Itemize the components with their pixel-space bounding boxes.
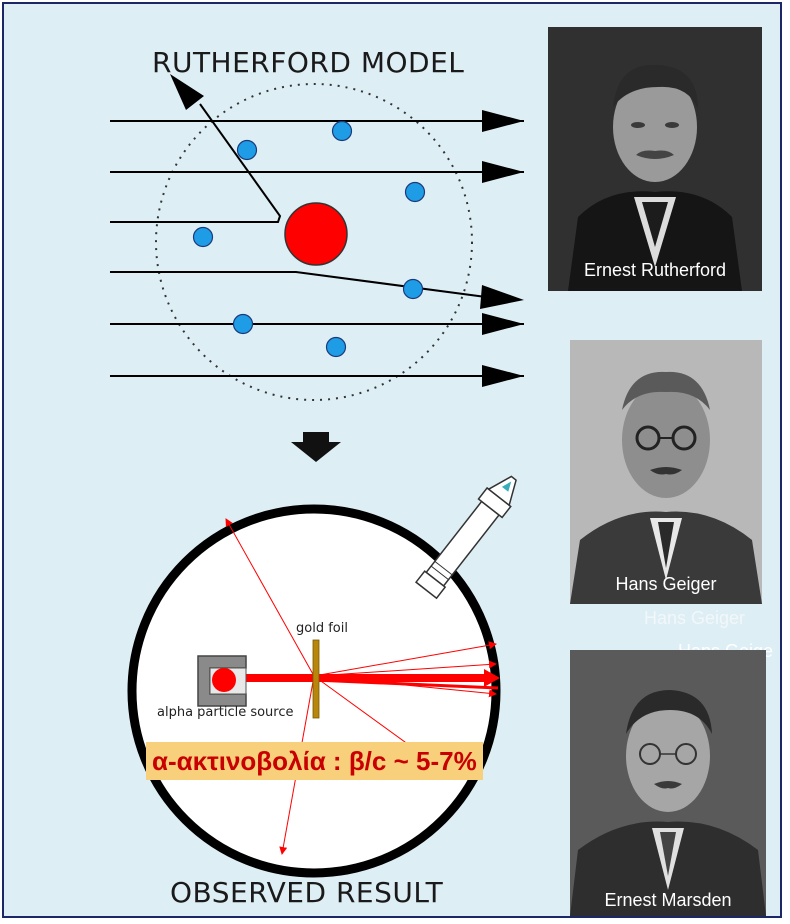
electron [402,278,424,300]
alpha-source-label: alpha particle source [157,705,294,720]
arrowhead-5 [482,313,524,335]
observed-result-title: OBSERVED RESULT [170,876,444,909]
deflected-path [110,271,487,298]
geiger-photo [570,340,762,604]
reflected-arrowhead [170,74,204,110]
marsden-photo [570,650,766,916]
caption-hans-geiger: Hans Geiger [615,574,717,594]
down-arrow-icon [291,432,341,462]
rutherford-model-title: RUTHERFORD MODEL [152,46,465,79]
stray-caption: Hans Geiger [644,608,746,628]
portrait-hans-geiger: Hans Geiger [570,340,762,604]
scattering-diagram: gold foil alpha particle source [110,74,524,878]
nucleus [284,202,348,266]
beam-arrowhead [484,669,500,687]
portrait-ernest-rutherford: Ernest Rutherford [548,27,762,291]
atom-boundary [155,83,473,401]
electron [325,336,347,358]
electron [331,120,353,142]
electron [236,139,258,161]
portrait-ernest-marsden: Ernest Marsden [570,650,766,916]
beam-ray [313,678,499,690]
rutherford-photo [548,27,762,291]
microscope-icon [414,475,517,600]
caption-ernest-rutherford: Ernest Rutherford [583,260,727,280]
arrowhead-6 [482,365,524,387]
electrons [192,120,426,358]
electron [232,313,254,335]
formula-label: α-ακτινοβολία : β/c ~ 5-7% [146,742,483,780]
reflected-path [110,103,282,223]
diagram-panel: RUTHERFORD MODEL [2,2,782,918]
alpha-source-dot [212,668,236,692]
arrowhead-2 [482,161,524,183]
gold-foil-label: gold foil [296,621,348,636]
arrowhead-1 [482,110,524,132]
gold-foil [312,639,320,719]
caption-ernest-marsden: Ernest Marsden [604,890,732,910]
electron [192,226,214,248]
arrowhead-deflected [480,285,524,309]
electron [404,181,426,203]
